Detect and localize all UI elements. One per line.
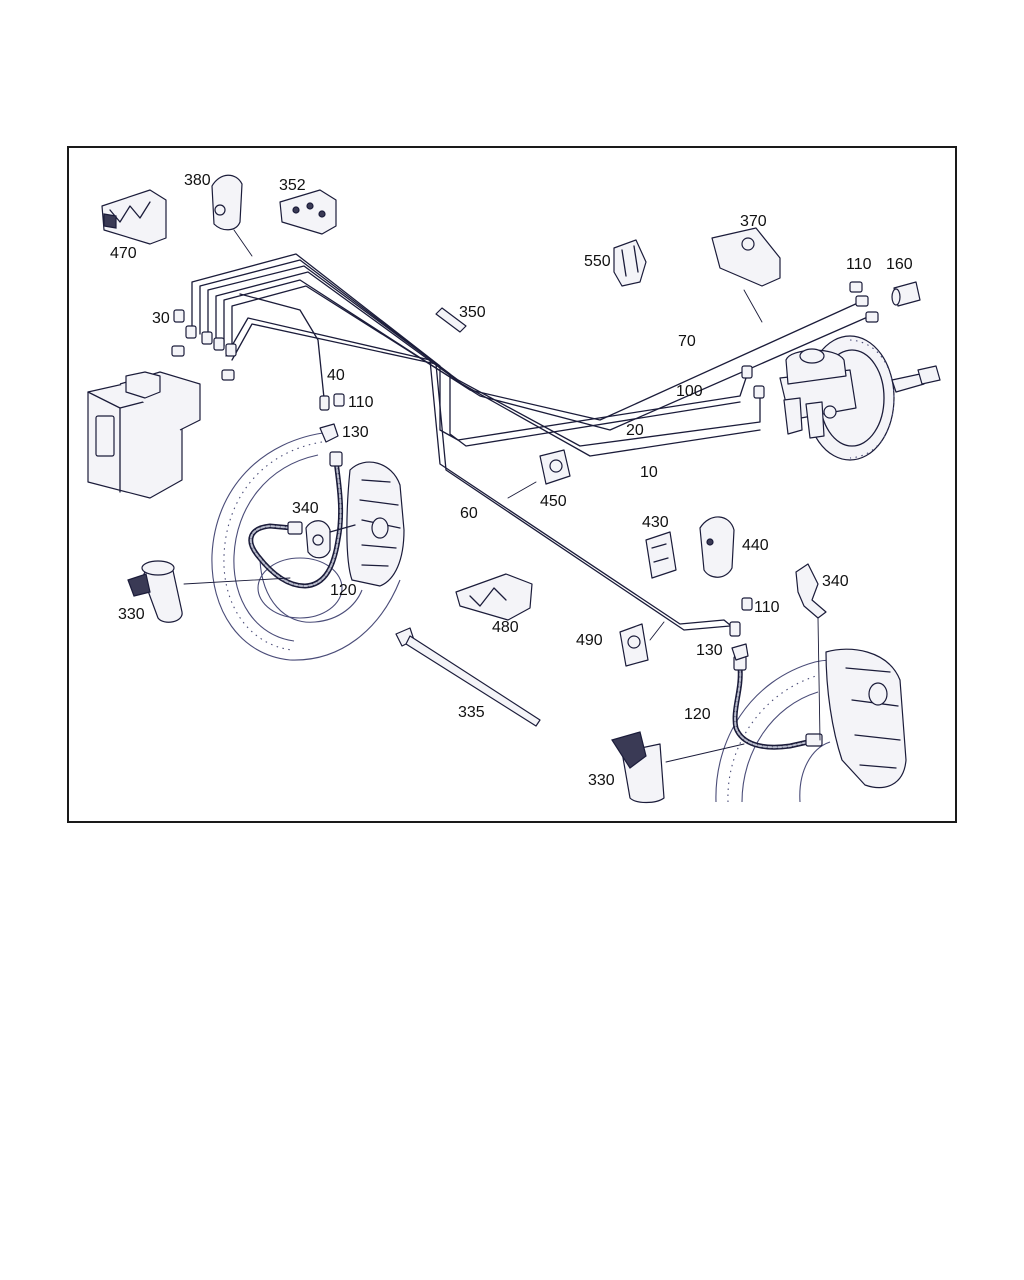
label-550: 550	[584, 253, 611, 270]
clip-352	[279, 189, 337, 235]
label-340-right: 340	[822, 573, 849, 590]
label-340-left: 340	[292, 500, 319, 517]
label-120-right: 120	[684, 706, 711, 723]
sensor-330-right	[611, 731, 745, 804]
clip-130-left	[319, 423, 339, 443]
clip-380	[211, 174, 253, 257]
label-330-left: 330	[118, 606, 145, 623]
brake-hose-120-left	[248, 451, 344, 589]
label-30: 30	[152, 310, 170, 327]
brake-caliper-right	[825, 648, 907, 789]
clip-430	[645, 531, 677, 579]
label-380: 380	[184, 172, 211, 189]
bolt-110-left	[333, 393, 345, 407]
label-60: 60	[460, 505, 478, 522]
sensor-330-left	[127, 560, 291, 623]
bolt-110-top-right	[849, 281, 863, 293]
label-490: 490	[576, 632, 603, 649]
clip-450	[507, 449, 571, 499]
clip-550	[613, 239, 647, 287]
clip-480	[455, 573, 533, 621]
label-40: 40	[327, 367, 345, 384]
bolt-30	[173, 309, 185, 323]
brake-disc-left	[211, 431, 401, 661]
cable-tie-335	[395, 627, 541, 727]
clip-470	[101, 189, 167, 245]
label-130-right: 130	[696, 642, 723, 659]
abs-unit	[87, 371, 201, 499]
label-110-right: 110	[754, 599, 780, 616]
brake-hose-120-right	[732, 655, 823, 750]
brake-caliper-left	[346, 461, 405, 587]
label-10: 10	[640, 464, 658, 481]
label-440: 440	[742, 537, 769, 554]
clip-490	[619, 621, 665, 667]
label-480: 480	[492, 619, 519, 636]
clip-440	[699, 516, 735, 578]
label-335: 335	[458, 704, 485, 721]
nut-160	[891, 281, 921, 307]
label-370: 370	[740, 213, 767, 230]
label-130-left: 130	[342, 424, 369, 441]
label-110-top: 110	[846, 256, 872, 273]
clip-370	[711, 227, 781, 323]
label-350: 350	[459, 304, 486, 321]
bolt-110-right	[741, 597, 753, 611]
label-352: 352	[279, 177, 306, 194]
label-330-right: 330	[588, 772, 615, 789]
label-100: 100	[676, 383, 703, 400]
clip-130-right	[731, 643, 749, 661]
label-160: 160	[886, 256, 913, 273]
label-470: 470	[110, 245, 137, 262]
label-110-left: 110	[348, 394, 374, 411]
brake-lines	[171, 253, 879, 637]
label-70: 70	[678, 333, 696, 350]
master-cylinder	[779, 348, 857, 439]
label-450: 450	[540, 493, 567, 510]
label-430: 430	[642, 514, 669, 531]
part-labels: 380 352 470 370 550 110 160 30 350 70 40…	[110, 172, 913, 789]
label-120-left: 120	[330, 582, 357, 599]
bracket-340-right	[795, 563, 827, 741]
pin-350	[435, 307, 467, 333]
bracket-340-left	[305, 520, 356, 559]
label-20: 20	[626, 422, 644, 439]
